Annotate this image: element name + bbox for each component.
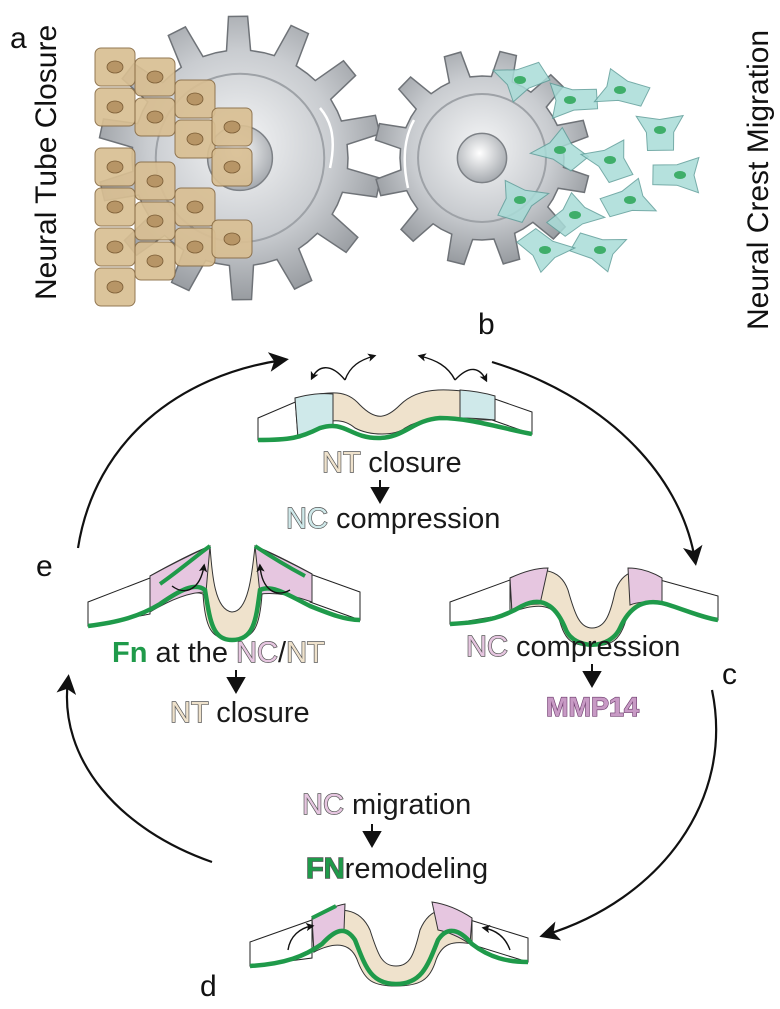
panel-e: e Fn at the NC/NT NT closure — [36, 544, 361, 730]
epithelial-cells — [94, 47, 253, 307]
c-line2-mmp14: MMP14 — [546, 692, 639, 722]
panel-label-b: b — [478, 308, 495, 341]
panel-c: c NC compression MMP14 — [449, 567, 737, 723]
side-label-neural-crest-migration: Neural Crest Migration — [742, 30, 775, 330]
panel-label-a: a — [10, 22, 27, 55]
cycle-arrow-b-to-c — [491, 360, 703, 566]
cycle-arrows — [56, 352, 718, 941]
d-line1: NC migration — [302, 789, 471, 821]
panel-d: d NC migration FNremodeling — [200, 788, 529, 1003]
b-line1: NT closure — [322, 447, 462, 479]
panel-label-c: c — [722, 658, 737, 691]
cycle-arrow-c-to-d — [539, 689, 718, 941]
panel-label-e: e — [36, 550, 53, 583]
panel-b: b NT closure NC compression — [257, 308, 533, 536]
side-label-neural-tube-closure: Neural Tube Closure — [30, 25, 63, 300]
cycle-arrow-d-to-e — [56, 674, 213, 864]
panel-a: a Neural Tube Closure Neural Crest Migra… — [10, 15, 775, 330]
d-line2: FNremodeling — [306, 853, 488, 885]
panel-label-d: d — [200, 970, 217, 1003]
e-line2: NT closure — [170, 697, 310, 729]
c-line1: NC compression — [466, 631, 680, 663]
gear-icon-right — [374, 50, 590, 266]
migrating-cells — [491, 61, 700, 274]
cycle-arrow-e-to-b — [76, 352, 289, 549]
b-line2: NC compression — [286, 503, 500, 535]
e-line1: Fn at the NC/NT — [112, 637, 325, 669]
